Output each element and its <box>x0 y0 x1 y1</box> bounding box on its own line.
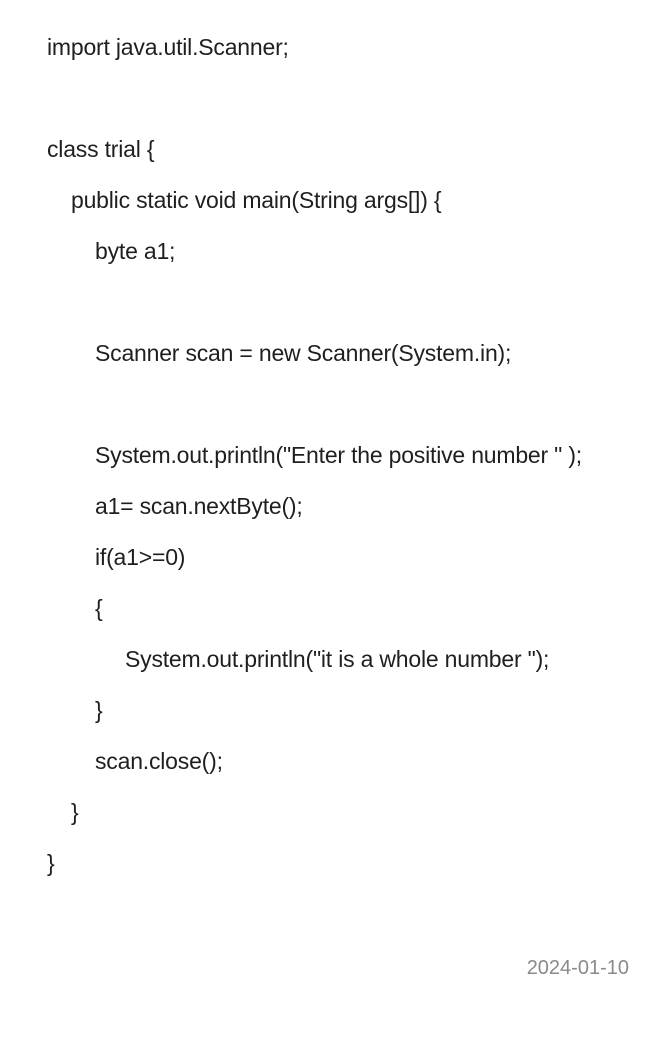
code-line: } <box>47 850 55 876</box>
code-line: class trial { <box>47 136 155 162</box>
code-line: if(a1>=0) <box>95 544 186 570</box>
code-line: System.out.println("Enter the positive n… <box>95 442 582 468</box>
code-line: Scanner scan = new Scanner(System.in); <box>95 340 512 366</box>
code-line: System.out.println("it is a whole number… <box>125 646 550 672</box>
code-line-blank <box>47 73 647 124</box>
code-line-blank <box>47 379 647 430</box>
note-body[interactable]: import java.util.Scanner; class trial { … <box>47 22 647 889</box>
code-line: scan.close(); <box>95 748 223 774</box>
code-line: } <box>71 799 79 825</box>
code-line: public static void main(String args[]) { <box>71 187 442 213</box>
code-line: byte a1; <box>95 238 176 264</box>
note-date: 2024-01-10 <box>526 957 629 979</box>
code-line-blank <box>47 277 647 328</box>
code-line: } <box>95 697 103 723</box>
code-line: { <box>95 595 103 621</box>
code-line: a1= scan.nextByte(); <box>95 493 303 519</box>
code-line: import java.util.Scanner; <box>47 34 289 60</box>
